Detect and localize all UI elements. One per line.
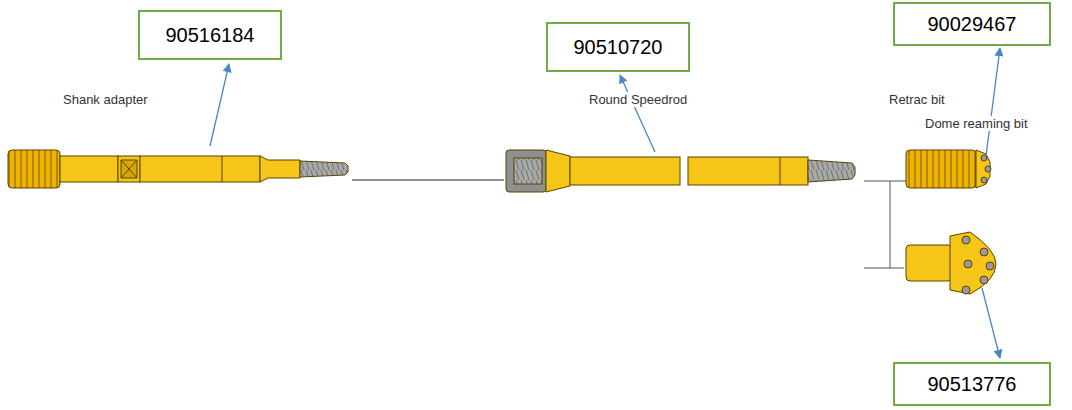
alternative-bracket	[864, 181, 908, 268]
part-number: 90516184	[166, 24, 255, 47]
part-name: Round Speedrod	[588, 92, 688, 107]
leader-arrows	[210, 48, 1000, 358]
callout-box: 90510720	[546, 22, 690, 72]
part-name: Retrac bit	[888, 92, 946, 107]
part-number: 90510720	[574, 36, 663, 59]
part-number: 90029467	[928, 13, 1017, 36]
callout-box: 90513776	[893, 362, 1051, 406]
round-speedrod	[506, 150, 855, 192]
callout-box: 90029467	[893, 2, 1051, 46]
part-name: Shank adapter	[62, 92, 149, 107]
part-number: 90513776	[928, 373, 1017, 396]
callout-box: 90516184	[138, 10, 282, 60]
part-name: Dome reaming bit	[924, 116, 1029, 131]
shank-adapter	[8, 150, 348, 188]
connecting-line	[352, 180, 504, 181]
dome-reaming-bit	[906, 232, 996, 294]
retrac-bit	[906, 150, 991, 188]
